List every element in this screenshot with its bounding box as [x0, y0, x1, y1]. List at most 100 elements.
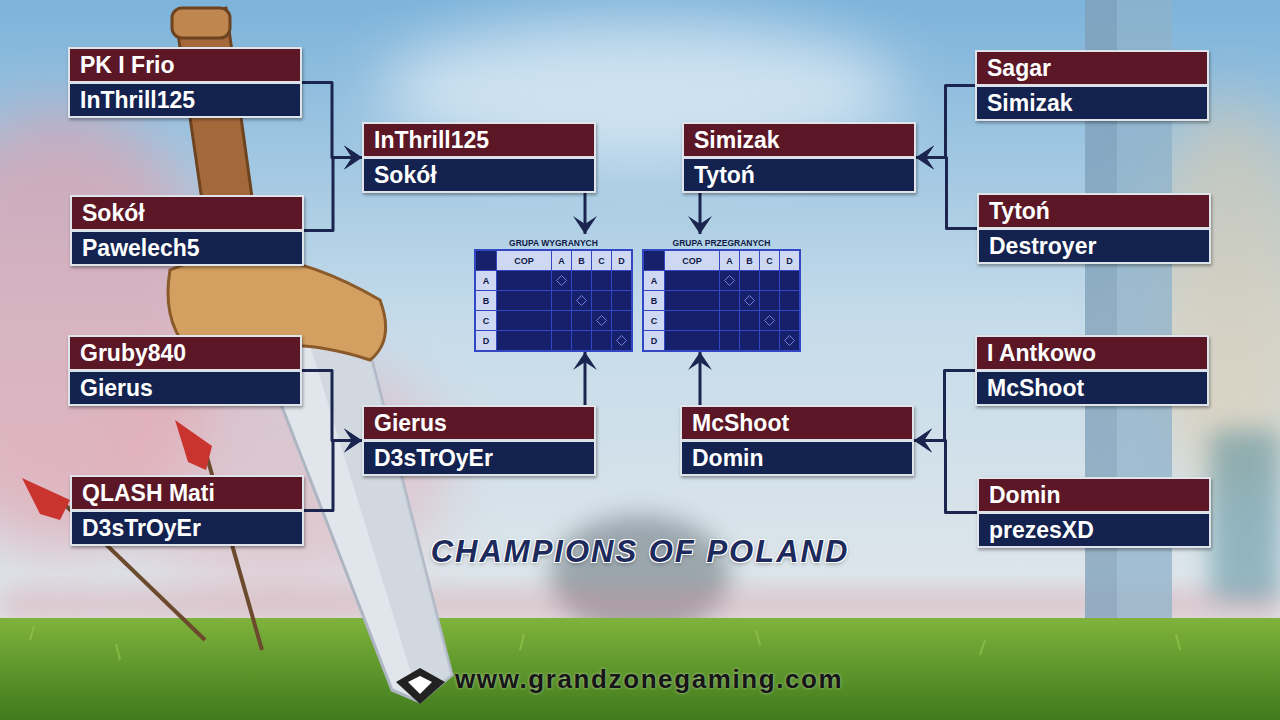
table-header-cell: C	[592, 251, 611, 270]
player-name: InThrill125	[80, 87, 195, 113]
arrow-head	[344, 146, 362, 170]
player-name: Sagar	[987, 55, 1051, 81]
table-cell	[552, 311, 571, 330]
table-header-cell: D	[476, 331, 496, 350]
table-header-cell: D	[612, 251, 631, 270]
player-name: Gierus	[374, 410, 447, 436]
player-bar-bottom: prezesXD	[977, 513, 1211, 548]
table-header-cell: D	[644, 331, 664, 350]
player-name: prezesXD	[989, 517, 1094, 543]
table-cell	[665, 331, 719, 350]
player-name: Sokół	[374, 162, 437, 188]
player-bar-bottom: Simizak	[975, 86, 1209, 121]
arrow-head	[573, 216, 597, 234]
table-cell	[552, 331, 571, 350]
match-box: TytońDestroyer	[977, 193, 1211, 264]
player-bar-bottom: D3sTrOyEr	[70, 511, 304, 546]
player-bar-top: Domin	[977, 477, 1211, 513]
table-cell-label: A	[651, 276, 658, 286]
title-text: CHAMPIONS OF POLAND	[431, 534, 850, 569]
table-heading: GRUPA PRZEGRANYCH	[642, 237, 801, 249]
connector	[916, 158, 977, 229]
player-bar-top: I Antkowo	[975, 335, 1209, 371]
match-box: SimizakTytoń	[682, 122, 916, 193]
match-box: SagarSimizak	[975, 50, 1209, 121]
table-cell	[644, 251, 664, 270]
player-bar-top: McShoot	[680, 405, 914, 441]
table-cell	[572, 291, 591, 310]
match-box: McShootDomin	[680, 405, 914, 476]
table-cell	[780, 291, 799, 310]
player-name: Tytoń	[989, 198, 1050, 224]
table-cell	[780, 271, 799, 290]
arrow-head	[688, 352, 712, 370]
table-header-cell: COP	[497, 251, 551, 270]
self-match-diamond	[556, 275, 567, 286]
player-bar-bottom: Pawelech5	[70, 231, 304, 266]
table-cell-label: D	[483, 336, 490, 346]
score-grid: COPABCDABCD	[474, 249, 633, 352]
connector	[304, 158, 362, 231]
score-grid: COPABCDABCD	[642, 249, 801, 352]
self-match-diamond	[616, 335, 627, 346]
table-header-cell: C	[476, 311, 496, 330]
table-header-cell: B	[572, 251, 591, 270]
match-box: PK I FrioInThrill125	[68, 47, 302, 118]
player-name: I Antkowo	[987, 340, 1096, 366]
connector	[914, 371, 975, 441]
player-name: InThrill125	[374, 127, 489, 153]
player-name: Sokół	[82, 200, 145, 226]
table-cell-label: COP	[682, 256, 702, 266]
player-bar-top: InThrill125	[362, 122, 596, 158]
table-cell	[612, 271, 631, 290]
diamond-outline	[597, 316, 607, 326]
player-bar-bottom: InThrill125	[68, 83, 302, 118]
player-bar-bottom: Gierus	[68, 371, 302, 406]
player-bar-top: QLASH Mati	[70, 475, 304, 511]
table-cell	[665, 271, 719, 290]
player-name: PK I Frio	[80, 52, 175, 78]
table-cell	[476, 251, 496, 270]
table-cell	[780, 311, 799, 330]
table-cell	[760, 271, 779, 290]
player-bar-top: Tytoń	[977, 193, 1211, 229]
table-cell	[760, 291, 779, 310]
table-header-cell: COP	[665, 251, 719, 270]
table-cell	[552, 291, 571, 310]
arrow-head	[573, 352, 597, 370]
match-box: InThrill125Sokół	[362, 122, 596, 193]
player-name: Domin	[989, 482, 1061, 508]
table-heading: GRUPA WYGRANYCH	[474, 237, 633, 249]
self-match-diamond	[784, 335, 795, 346]
table-cell	[592, 331, 611, 350]
self-match-diamond	[764, 315, 775, 326]
table-cell	[740, 331, 759, 350]
player-bar-bottom: D3sTrOyEr	[362, 441, 596, 476]
player-name: Simizak	[987, 90, 1073, 116]
table-cell	[740, 311, 759, 330]
table-cell	[740, 271, 759, 290]
table-cell-label: COP	[514, 256, 534, 266]
table-cell-label: A	[726, 256, 733, 266]
connector	[914, 441, 977, 513]
player-bar-bottom: Domin	[680, 441, 914, 476]
table-cell-label: C	[766, 256, 773, 266]
table-cell	[612, 331, 631, 350]
player-bar-top: Gierus	[362, 405, 596, 441]
table-cell	[760, 311, 779, 330]
table-cell	[497, 271, 551, 290]
table-cell	[572, 311, 591, 330]
table-cell-label: C	[598, 256, 605, 266]
table-header-cell: C	[760, 251, 779, 270]
table-cell-label: B	[483, 296, 490, 306]
diamond-outline	[577, 296, 587, 306]
diamond-outline	[617, 336, 627, 346]
table-cell	[497, 311, 551, 330]
match-box: Domin prezesXD	[977, 477, 1211, 548]
player-name: McShoot	[987, 375, 1084, 401]
connector	[916, 86, 975, 158]
player-name: D3sTrOyEr	[82, 515, 201, 541]
table-cell	[740, 291, 759, 310]
match-box: QLASH MatiD3sTrOyEr	[70, 475, 304, 546]
table-cell	[720, 331, 739, 350]
